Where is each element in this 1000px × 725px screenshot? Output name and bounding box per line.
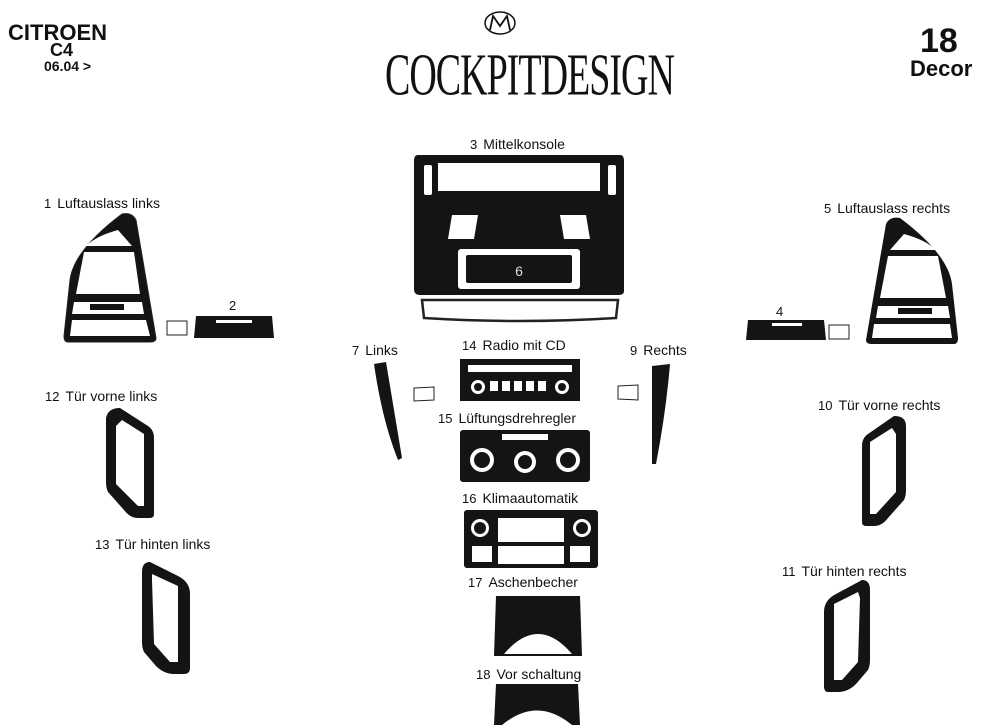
- part-9-small-rect: [617, 384, 639, 401]
- part-9-number: 9: [630, 343, 638, 358]
- label-part-4: 4: [776, 304, 789, 318]
- car-model: C4: [50, 40, 74, 60]
- part-13-number: 13: [95, 537, 110, 552]
- part-14-name: Radio mit CD: [482, 337, 566, 353]
- part-10-name: Tür vorne rechts: [838, 397, 941, 413]
- part-9-strip-right: [652, 364, 670, 464]
- part-9-name: Rechts: [643, 342, 687, 358]
- part-15-number: 15: [438, 411, 453, 426]
- part-5-small-rect: [828, 324, 850, 340]
- part-3-name: Mittelkonsole: [483, 136, 565, 152]
- label-part-1: 1 Luftauslass links: [44, 196, 160, 210]
- part-18-name: Vor schaltung: [496, 666, 582, 682]
- part-4-number: 4: [776, 304, 784, 319]
- label-part-16: 16 Klimaautomatik: [462, 491, 578, 505]
- part-15-vent-knobs: [460, 430, 590, 482]
- label-part-9: 9 Rechts: [630, 343, 687, 357]
- part-5-vent-right: [866, 217, 958, 344]
- part-18-number: 18: [476, 667, 491, 682]
- part-7-strip-left: [374, 362, 402, 460]
- piece-count: 18: [920, 22, 958, 60]
- label-part-5: 5 Luftauslass rechts: [824, 201, 950, 215]
- label-part-10: 10 Tür vorne rechts: [818, 398, 940, 412]
- part-5-number: 5: [824, 201, 832, 216]
- label-part-3: 3 Mittelkonsole: [470, 137, 565, 151]
- part-12-number: 12: [45, 389, 60, 404]
- part-14-radio-cd: [460, 359, 580, 401]
- label-part-11: 11 Tür hinten rechts: [782, 564, 907, 578]
- part-4-strip: [746, 320, 826, 340]
- part-2-number: 2: [229, 298, 237, 313]
- part-8-strip: [420, 298, 620, 323]
- part-15-name: Lüftungsdrehregler: [458, 410, 576, 426]
- logo-emblem-icon: [484, 11, 516, 35]
- part-11-name: Tür hinten rechts: [801, 563, 907, 579]
- part-16-climate-control: [464, 510, 598, 568]
- part-1-number: 1: [44, 196, 52, 211]
- part-3-center-console: 6: [414, 155, 624, 295]
- part-1-small-rect: [166, 320, 188, 336]
- label-part-7: 7 Links: [352, 343, 398, 357]
- car-brand: CITROEN: [8, 20, 107, 45]
- part-6-number: 6: [515, 263, 523, 279]
- part-17-ashtray: [494, 596, 582, 656]
- part-12-name: Tür vorne links: [65, 388, 158, 404]
- part-11-door-rear-right: [824, 580, 870, 692]
- label-part-17: 17 Aschenbecher: [468, 575, 578, 589]
- label-part-13: 13 Tür hinten links: [95, 537, 210, 551]
- logo-text: COCKPITDESIGN: [385, 43, 675, 109]
- part-13-door-rear-left: [142, 562, 190, 674]
- part-14-number: 14: [462, 338, 477, 353]
- label-part-14: 14 Radio mit CD: [462, 338, 566, 352]
- part-12-door-front-left: [106, 408, 154, 518]
- part-10-number: 10: [818, 398, 833, 413]
- part-13-name: Tür hinten links: [115, 536, 211, 552]
- part-7-name: Links: [365, 342, 398, 358]
- part-18-shifter-cover: [494, 684, 580, 725]
- label-part-15: 15 Lüftungsdrehregler: [438, 411, 576, 425]
- part-2-strip: [194, 316, 274, 338]
- part-16-number: 16: [462, 491, 477, 506]
- part-7-small-rect: [413, 386, 435, 402]
- cockpitdesign-logo: COCKPITDESIGN: [385, 8, 675, 109]
- part-1-vent-left: [63, 213, 157, 343]
- part-7-number: 7: [352, 343, 360, 358]
- part-16-name: Klimaautomatik: [482, 490, 579, 506]
- part-3-number: 3: [470, 137, 478, 152]
- part-10-door-front-right: [862, 416, 906, 526]
- label-part-18: 18 Vor schaltung: [476, 667, 581, 681]
- label-part-2: 2: [229, 298, 242, 312]
- part-17-number: 17: [468, 575, 483, 590]
- part-1-name: Luftauslass links: [57, 195, 160, 211]
- part-11-number: 11: [782, 564, 796, 579]
- label-part-12: 12 Tür vorne links: [45, 389, 157, 403]
- car-year: 06.04 >: [44, 58, 92, 74]
- part-5-name: Luftauslass rechts: [837, 200, 951, 216]
- part-17-name: Aschenbecher: [488, 574, 578, 590]
- kit-type: Decor: [910, 56, 973, 81]
